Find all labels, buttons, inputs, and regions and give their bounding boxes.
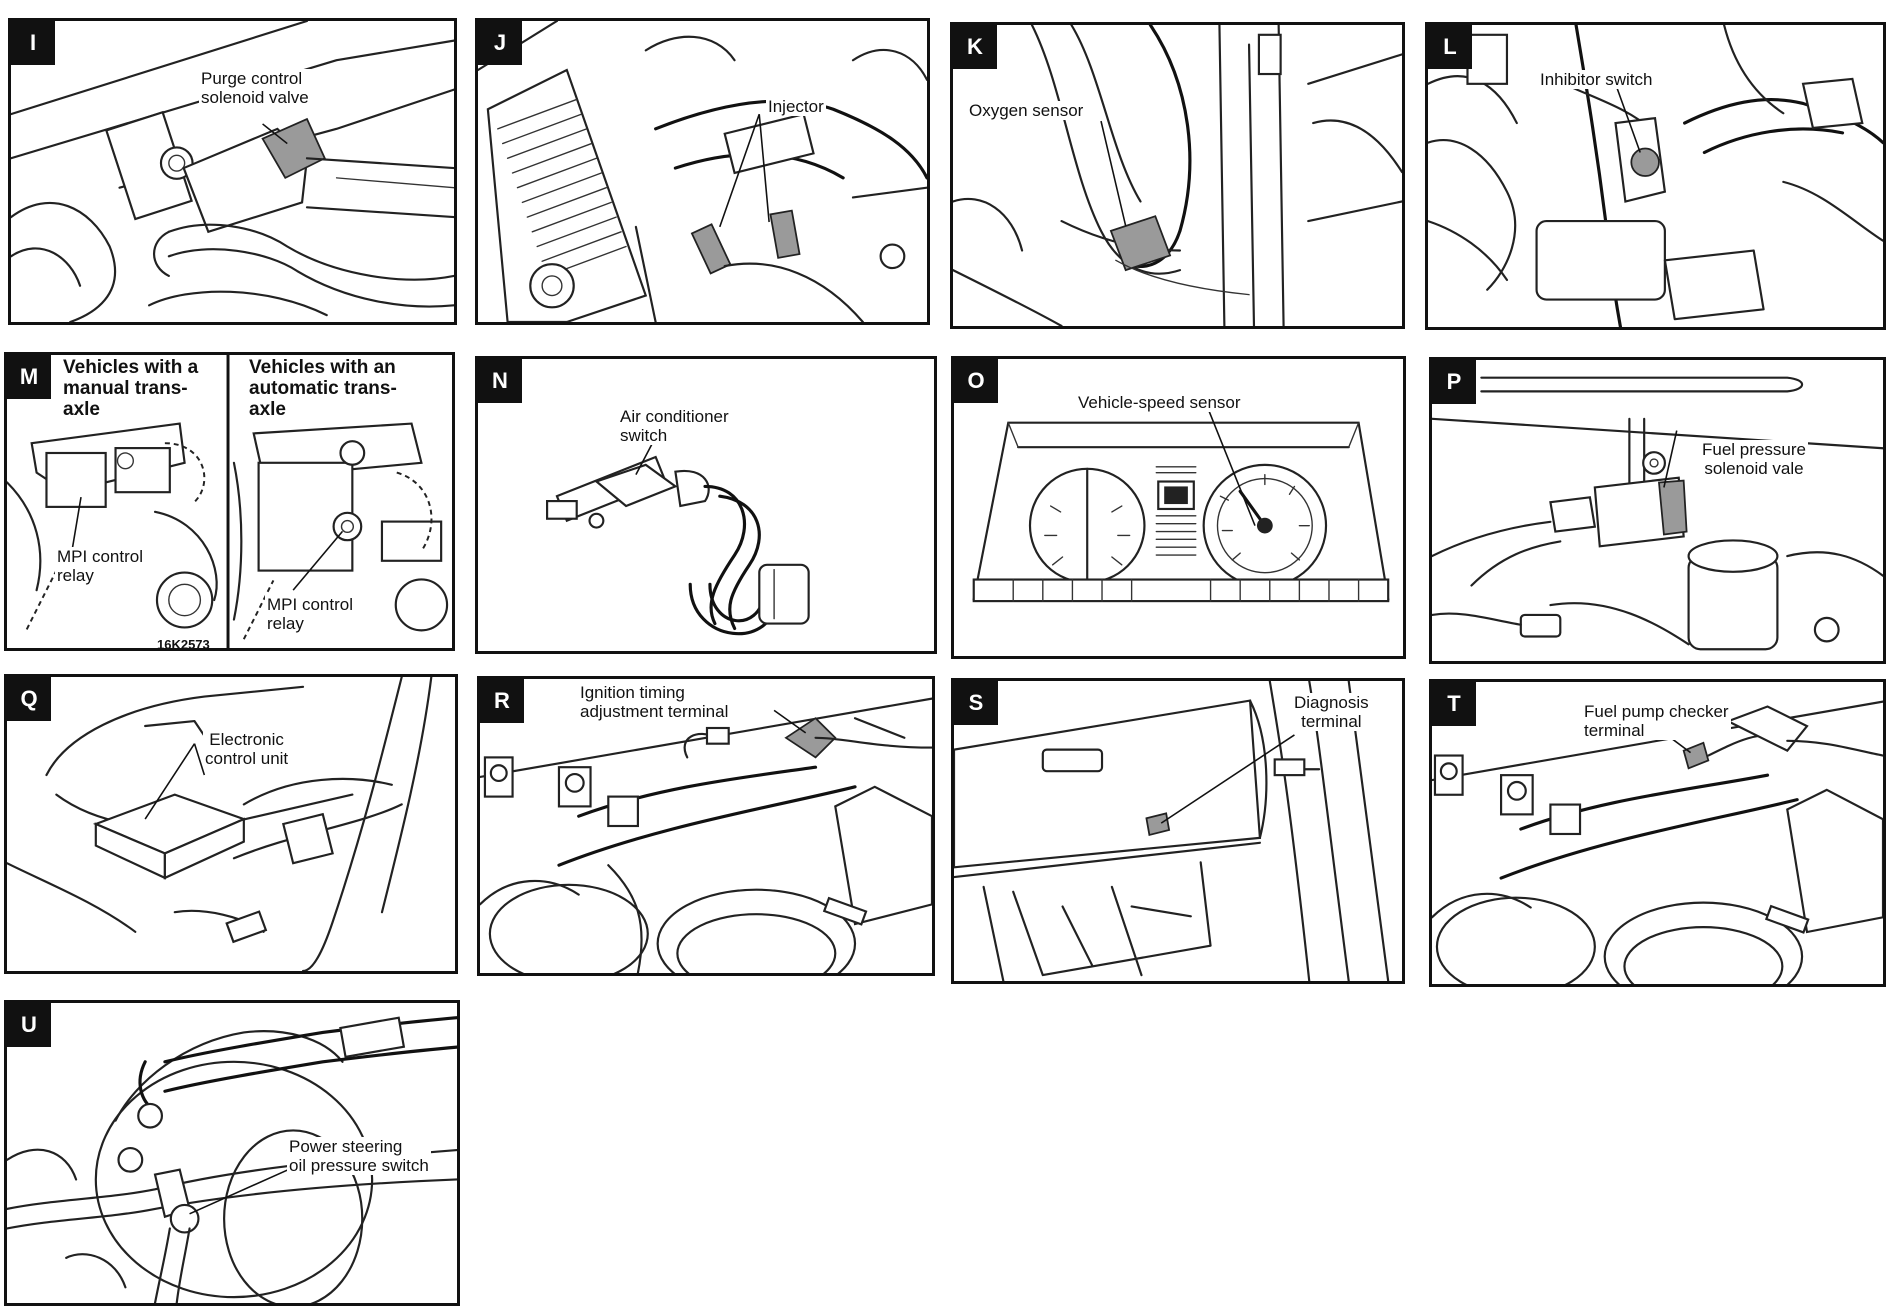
panel-k: K Oxygen sensor	[950, 22, 1405, 329]
callout-fuel-pump-checker-terminal: Fuel pump checker terminal	[1582, 702, 1731, 740]
inhibitor-switch-illustration	[1428, 25, 1883, 327]
speedometer-illustration	[972, 409, 1390, 603]
callout-inhibitor-switch: Inhibitor switch	[1538, 70, 1655, 89]
panel-m: M Vehicles with a manual trans- axle Veh…	[4, 352, 455, 651]
panel-s: S Diagnosis terminal	[951, 678, 1405, 984]
callout-purge-control-solenoid-valve: Purge control solenoid valve	[199, 69, 311, 107]
manual-transaxle-title: Vehicles with a manual trans- axle	[61, 357, 201, 420]
panel-j: J Injector	[475, 18, 930, 325]
panel-letter: J	[478, 21, 522, 65]
panel-i: I Purge control solenoid valve	[8, 18, 457, 325]
callout-mpi-relay-manual: MPI control relay	[55, 547, 145, 585]
callout-air-conditioner-switch: Air conditioner switch	[618, 407, 731, 445]
panel-l: L Inhibitor switch	[1425, 22, 1886, 330]
fuel-pressure-solenoid-illustration	[1432, 376, 1883, 651]
panel-letter: T	[1432, 682, 1476, 726]
panel-letter: N	[478, 359, 522, 403]
ac-switch-illustration	[546, 427, 810, 636]
panel-letter: R	[480, 679, 524, 723]
callout-power-steering-oil-pressure-switch: Power steering oil pressure switch	[287, 1137, 431, 1175]
callout-mpi-relay-automatic: MPI control relay	[265, 595, 355, 633]
panel-letter: Q	[7, 677, 51, 721]
ecu-illustration	[7, 677, 433, 971]
panel-letter: L	[1428, 25, 1472, 69]
panel-u: U Power steering oil pressure switch	[4, 1000, 460, 1306]
callout-ignition-timing-adjustment-terminal: Ignition timing adjustment terminal	[578, 683, 731, 721]
mpi-relay-illustration	[7, 355, 449, 648]
callout-electronic-control-unit: Electronic control unit	[203, 730, 291, 768]
purge-valve-illustration	[11, 21, 454, 322]
injector-illustration	[478, 21, 927, 322]
callout-oxygen-sensor: Oxygen sensor	[967, 101, 1086, 120]
panel-letter: P	[1432, 360, 1476, 404]
panel-letter: K	[953, 25, 997, 69]
panel-n: N Air conditioner switch	[475, 356, 937, 654]
panel-q: Q Electronic control unit	[4, 674, 458, 974]
automatic-transaxle-title: Vehicles with an automatic trans- axle	[247, 357, 399, 420]
panel-o: O Vehicle-speed sensor	[951, 356, 1406, 659]
callout-diagnosis-terminal: Diagnosis terminal	[1292, 693, 1371, 731]
panel-p: P Fuel pressure solenoid vale	[1429, 357, 1886, 664]
panel-t: T Fuel pump checker terminal	[1429, 679, 1886, 987]
panel-letter: O	[954, 359, 998, 403]
callout-text: Purge control solenoid valve	[201, 69, 309, 107]
callout-injector: Injector	[766, 97, 826, 116]
callout-vehicle-speed-sensor: Vehicle-speed sensor	[1076, 393, 1243, 412]
panel-letter: S	[954, 681, 998, 725]
diagnosis-terminal-illustration	[954, 681, 1390, 981]
panel-r: R Ignition timing adjustment terminal	[477, 676, 935, 976]
figure-code: 16K2573	[157, 637, 210, 651]
oxygen-sensor-illustration	[953, 25, 1402, 326]
fuel-pump-checker-illustration	[1432, 700, 1883, 984]
ignition-timing-terminal-illustration	[480, 697, 932, 973]
panel-letter: M	[7, 355, 51, 399]
callout-fuel-pressure-solenoid-vale: Fuel pressure solenoid vale	[1700, 440, 1808, 478]
panel-letter: I	[11, 21, 55, 65]
panel-letter: U	[7, 1003, 51, 1047]
